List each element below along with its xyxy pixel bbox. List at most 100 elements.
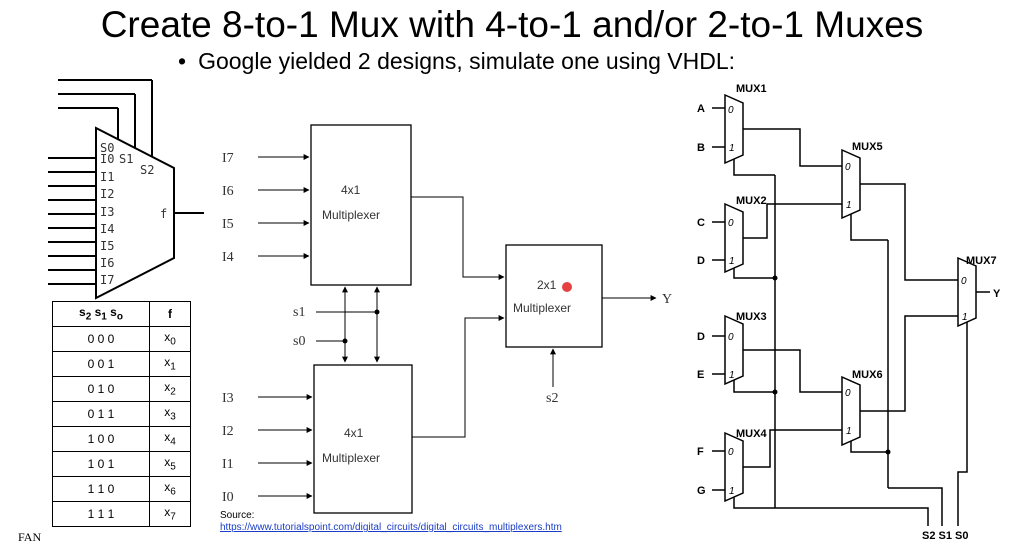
mux3-shape bbox=[724, 314, 744, 386]
mux5-shape bbox=[841, 148, 861, 220]
mux7-shape bbox=[957, 256, 977, 328]
left-8to1-mux: S0 S1 S2 I0 I1 I2 I3 I4 I5 I6 I7 f bbox=[48, 79, 204, 300]
left-mux-input-i5: I5 bbox=[100, 239, 114, 253]
mux4-label: MUX4 bbox=[736, 428, 767, 440]
slide-title: Create 8-to-1 Mux with 4-to-1 and/or 2-t… bbox=[100, 4, 924, 45]
input-c: C bbox=[697, 217, 705, 229]
input-i0: I0 bbox=[222, 490, 234, 505]
input-i5: I5 bbox=[222, 217, 234, 232]
mux1-label: MUX1 bbox=[736, 83, 767, 95]
table-header: f bbox=[149, 301, 191, 327]
right-output-y: Y bbox=[993, 288, 1001, 300]
mux2-shape bbox=[724, 202, 744, 274]
left-mux-input-i0: I0 bbox=[100, 152, 114, 166]
input-i3: I3 bbox=[222, 391, 234, 406]
svg-text:0: 0 bbox=[845, 162, 851, 173]
svg-text:0: 0 bbox=[728, 447, 734, 458]
input-a: A bbox=[697, 103, 705, 115]
svg-text:1: 1 bbox=[729, 370, 735, 381]
cursor-marker bbox=[562, 282, 572, 292]
input-f: F bbox=[697, 446, 704, 458]
input-i4: I4 bbox=[222, 250, 234, 265]
output-y: Y bbox=[662, 292, 672, 307]
mux1-shape bbox=[724, 93, 744, 165]
left-mux-input-i7: I7 bbox=[100, 273, 114, 287]
svg-text:0: 0 bbox=[961, 276, 967, 287]
bottom-block-label-1: 4x1 bbox=[344, 426, 364, 440]
input-b: B bbox=[697, 142, 705, 154]
select-s1: s1 bbox=[293, 305, 305, 320]
table-header: s2 s1 so bbox=[52, 301, 150, 327]
input-e: E bbox=[697, 369, 704, 381]
mux-pin-labels: 0 1 0 1 0 1 0 1 0 1 0 1 0 1 bbox=[728, 105, 968, 497]
bullet-dot-icon: • bbox=[178, 48, 187, 74]
source-link[interactable]: https://www.tutorialspoint.com/digital_c… bbox=[220, 522, 562, 533]
mux2-label: MUX2 bbox=[736, 195, 767, 207]
left-mux-select-s0: S0 bbox=[100, 141, 114, 155]
svg-text:1: 1 bbox=[846, 426, 852, 437]
left-mux-input-i4: I4 bbox=[100, 222, 114, 236]
svg-text:1: 1 bbox=[962, 312, 968, 323]
svg-text:0: 0 bbox=[728, 105, 734, 116]
svg-text:0: 0 bbox=[845, 388, 851, 399]
top-4x1-block bbox=[310, 124, 412, 286]
middle-diagram-labels: 4x1 Multiplexer 4x1 Multiplexer 2x1 Mult… bbox=[222, 151, 672, 505]
bottom-block-label-2: Multiplexer bbox=[322, 451, 380, 465]
svg-text:1: 1 bbox=[729, 143, 735, 154]
right-diagram-labels: MUX1 MUX2 MUX3 MUX4 MUX5 MUX6 MUX7 A B C… bbox=[697, 83, 1001, 541]
svg-text:0: 0 bbox=[728, 332, 734, 343]
final-2x1-block bbox=[505, 244, 603, 348]
input-d: D bbox=[697, 255, 705, 267]
footer-text: FAN bbox=[18, 530, 42, 544]
input-i6: I6 bbox=[222, 184, 234, 199]
mux4-shape bbox=[724, 431, 744, 503]
left-mux-input-i1: I1 bbox=[100, 170, 114, 184]
svg-text:0: 0 bbox=[728, 218, 734, 229]
final-block-label-2: Multiplexer bbox=[513, 301, 571, 315]
left-mux-select-s1: S1 bbox=[119, 152, 133, 166]
input-i7: I7 bbox=[222, 151, 234, 166]
right-diagram-dots bbox=[772, 275, 891, 455]
input-d-2: D bbox=[697, 331, 705, 343]
mux7-label: MUX7 bbox=[966, 255, 997, 267]
source-citation: Source: https://www.tutorialspoint.com/d… bbox=[220, 510, 562, 534]
final-block-label-1: 2x1 bbox=[537, 278, 557, 292]
middle-diagram bbox=[258, 124, 657, 514]
svg-text:1: 1 bbox=[729, 486, 735, 497]
bullet-text: Google yielded 2 designs, simulate one u… bbox=[198, 48, 736, 74]
mux5-label: MUX5 bbox=[852, 141, 883, 153]
table-header-row: s2 s1 so f bbox=[52, 301, 191, 327]
mux6-label: MUX6 bbox=[852, 369, 883, 381]
top-block-label-1: 4x1 bbox=[341, 183, 361, 197]
mux3-label: MUX3 bbox=[736, 311, 767, 323]
bullet-point: • Google yielded 2 designs, simulate one … bbox=[178, 48, 735, 75]
input-g: G bbox=[697, 485, 706, 497]
input-i2: I2 bbox=[222, 424, 234, 439]
source-label: Source: bbox=[220, 510, 255, 521]
input-i1: I1 bbox=[222, 457, 234, 472]
svg-text:1: 1 bbox=[729, 256, 735, 267]
top-block-label-2: Multiplexer bbox=[322, 208, 380, 222]
select-s2: s2 bbox=[546, 391, 558, 406]
select-bus-label: S2 S1 S0 bbox=[922, 530, 968, 541]
left-mux-input-i6: I6 bbox=[100, 256, 114, 270]
left-mux-output-f: f bbox=[160, 207, 167, 221]
mux6-shape bbox=[841, 375, 861, 447]
left-mux-select-s2: S2 bbox=[140, 163, 154, 177]
left-mux-input-i2: I2 bbox=[100, 187, 114, 201]
left-mux-input-i3: I3 bbox=[100, 205, 114, 219]
left-mux-input-wires bbox=[48, 157, 96, 285]
svg-text:1: 1 bbox=[846, 200, 852, 211]
select-s0: s0 bbox=[293, 334, 305, 349]
right-diagram bbox=[712, 93, 990, 526]
